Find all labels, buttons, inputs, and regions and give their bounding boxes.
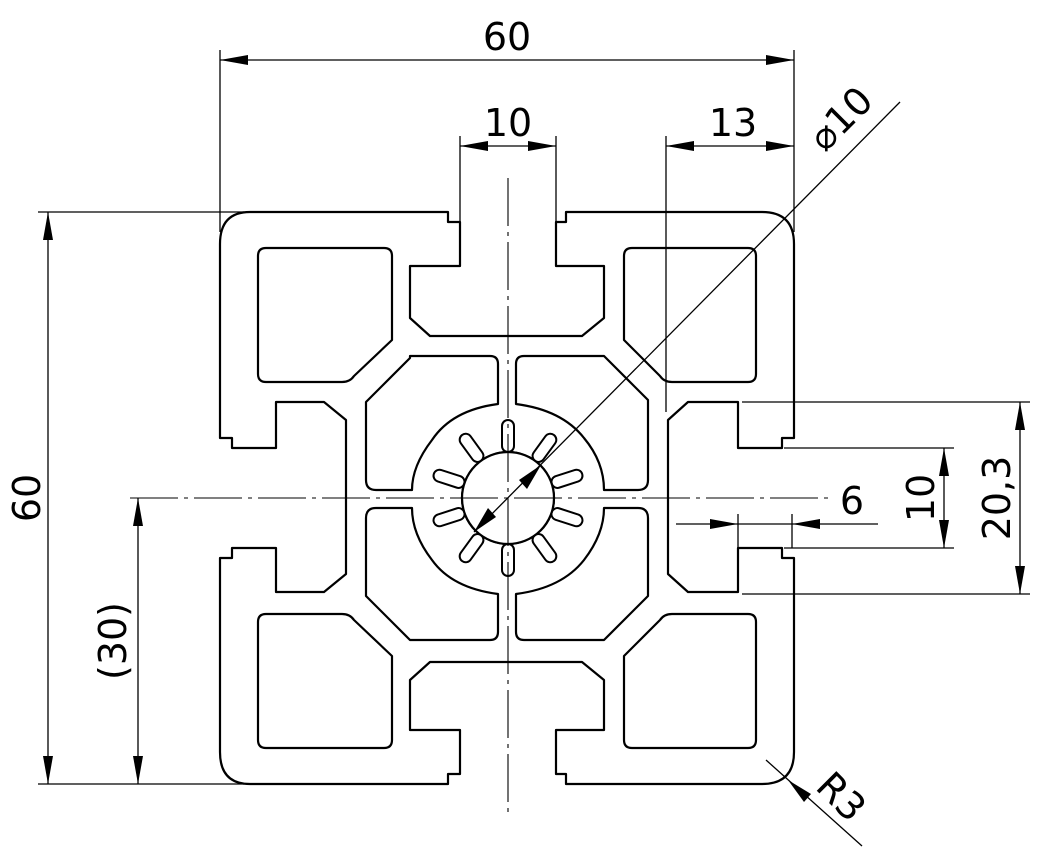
corner-cavity-top-left: [256, 246, 394, 384]
arrowhead: [43, 756, 53, 784]
diameter-leader: [473, 101, 901, 533]
arrowhead: [939, 448, 949, 476]
inner-cavity-top-left: [364, 354, 500, 492]
inner-cavity-bottom-left: [364, 506, 500, 642]
arrowhead: [666, 141, 694, 151]
label-overall-height: 60: [5, 474, 49, 522]
arrowhead: [792, 519, 820, 529]
label-slot-opening: 10: [484, 101, 532, 145]
arrowhead: [474, 508, 496, 532]
arrowhead: [460, 141, 488, 151]
arrowhead: [133, 756, 143, 784]
arrowhead: [939, 520, 949, 548]
corner-cavity-bottom-right: [622, 612, 758, 750]
groove-fill: [552, 509, 582, 526]
arrowhead: [1015, 566, 1025, 594]
groove-fill: [460, 535, 483, 562]
arrowhead: [519, 465, 541, 489]
arrowhead: [133, 498, 143, 526]
arrowhead: [766, 141, 794, 151]
arrowhead: [710, 519, 738, 529]
label-slot-width: 10: [899, 474, 943, 522]
inner-cavity-bottom-right: [514, 506, 650, 642]
label-slot-span: 20,3: [975, 456, 1019, 541]
label-bore-diameter: ⌀10: [800, 78, 881, 159]
label-slot-depth: 6: [840, 479, 864, 523]
arrowhead: [766, 55, 794, 65]
outer-contour: [218, 210, 796, 786]
arrowhead: [1015, 402, 1025, 430]
groove-fill: [533, 535, 556, 562]
arrowhead: [528, 141, 556, 151]
label-overall-width: 60: [483, 15, 531, 59]
center-lines: [130, 178, 830, 818]
corner-cavity-top-right: [622, 246, 758, 384]
corner-cavity-bottom-left: [256, 612, 394, 750]
arrowhead: [788, 780, 811, 802]
groove-fill: [434, 509, 464, 526]
label-half-height: (30): [91, 602, 135, 680]
label-corner-radius: R3: [808, 763, 875, 830]
arrowhead: [220, 55, 248, 65]
groove-fill: [434, 470, 464, 487]
dimension-lines: [38, 50, 1030, 847]
groove-fill: [460, 434, 483, 461]
inner-cavity-top-right: [514, 354, 650, 492]
radius-leader: [765, 759, 863, 847]
label-edge-offset: 13: [709, 101, 757, 145]
groove-fill: [552, 470, 582, 487]
arrowhead: [43, 212, 53, 240]
groove-fill: [533, 434, 556, 461]
